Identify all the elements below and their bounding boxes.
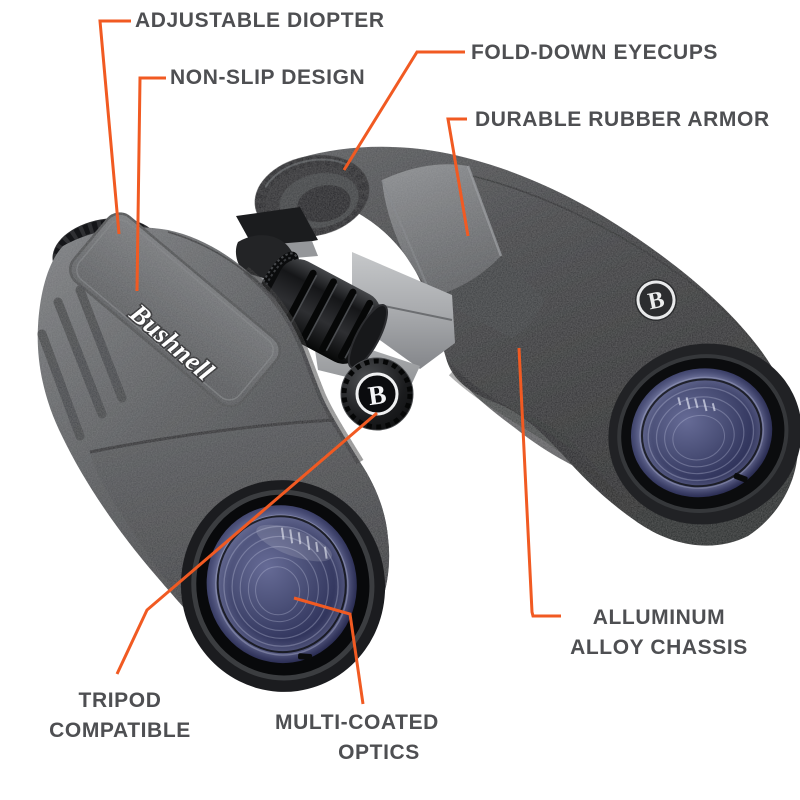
callout-line-non-slip-design	[135, 76, 166, 292]
right-objective-lens	[608, 343, 800, 525]
feature-label-non-slip-design: NON-SLIP DESIGN	[170, 66, 366, 89]
left-objective-lens	[180, 480, 386, 692]
callout-lines	[98, 19, 561, 705]
feature-label-fold-down-eyecups: FOLD-DOWN EYECUPS	[471, 41, 719, 64]
feature-label-line: COMPATIBLE	[49, 719, 191, 742]
callout-line-fold-down-eyecups	[342, 50, 465, 171]
feature-label-line: MULTI-COATED	[275, 711, 439, 734]
badge-letter: B	[646, 287, 667, 316]
feature-label-aluminum-alloy-chassis: ALLUMINUM ALLOY CHASSIS	[549, 603, 769, 663]
callout-line-tripod-compatible	[115, 411, 378, 675]
knob-letter: B	[366, 379, 388, 411]
feature-label-durable-rubber-armor: DURABLE RUBBER ARMOR	[475, 108, 770, 131]
feature-label-adjustable-diopter: ADJUSTABLE DIOPTER	[135, 9, 385, 32]
callout-line-adjustable-diopter	[98, 19, 131, 235]
callout-line-durable-rubber-armor	[446, 117, 470, 237]
feature-label-line: OPTICS	[338, 741, 420, 764]
feature-label-multi-coated-optics: MULTI-COATED OPTICS	[257, 708, 457, 768]
feature-label-line: TRIPOD	[78, 689, 162, 712]
brand-badge: B	[635, 279, 677, 321]
callout-line-multi-coated-optics	[293, 596, 365, 705]
feature-label-tripod-compatible: TRIPOD COMPATIBLE	[20, 686, 220, 746]
callout-line-aluminum-alloy-chassis	[517, 347, 561, 618]
pivot-knob: B	[340, 357, 414, 431]
feature-label-line: ALLOY CHASSIS	[570, 636, 748, 659]
feature-label-line: ALLUMINUM	[592, 606, 726, 629]
